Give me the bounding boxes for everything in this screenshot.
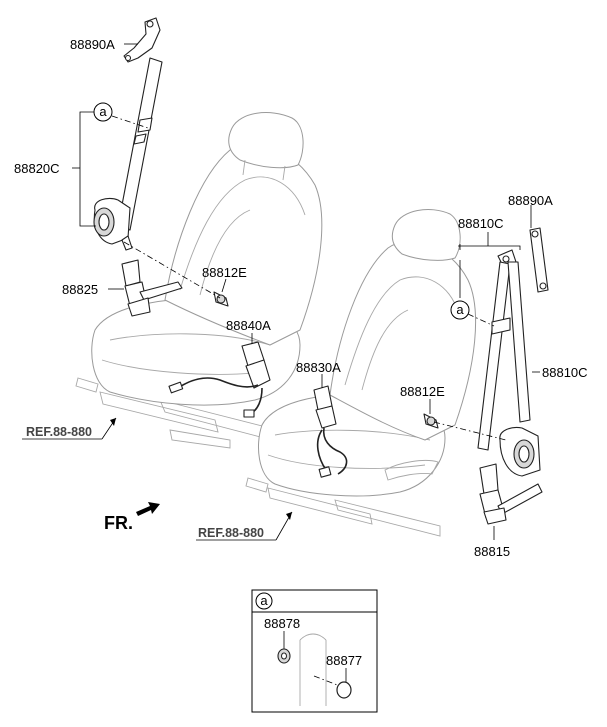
- callout-a-right-text: a: [456, 302, 464, 317]
- callout-a-left-text: a: [99, 104, 107, 119]
- label-88890A-right: 88890A: [508, 193, 553, 208]
- front-direction-arrow: [136, 502, 160, 516]
- label-88820C: 88820C: [14, 161, 60, 176]
- callout-a-right: a: [450, 300, 470, 320]
- detail-header-a: a: [260, 593, 268, 608]
- label-88815: 88815: [474, 544, 510, 559]
- label-front: FR.: [104, 513, 133, 533]
- label-88812E-right: 88812E: [400, 384, 445, 399]
- label-88840A: 88840A: [226, 318, 271, 333]
- detail-box-a: a 88878 88877: [251, 589, 378, 713]
- label-88810C-right: 88810C: [542, 365, 588, 380]
- label-ref-right: REF.88-880: [198, 526, 264, 540]
- right-seat: [245, 209, 477, 537]
- label-ref-left: REF.88-880: [26, 425, 92, 439]
- leader-lines: [72, 43, 540, 540]
- ref-arrows: [22, 417, 293, 541]
- label-88890A-top: 88890A: [70, 37, 115, 52]
- callout-a-left: a: [93, 102, 113, 122]
- label-88810C-top: 88810C: [458, 216, 504, 231]
- label-88812E-left: 88812E: [202, 265, 247, 280]
- label-88825: 88825: [62, 282, 98, 297]
- left-seat: [75, 112, 323, 449]
- left-belt-assembly: [93, 17, 271, 418]
- label-88878: 88878: [264, 616, 300, 631]
- dashed-reference-lines: [111, 115, 507, 441]
- label-88830A: 88830A: [296, 360, 341, 375]
- right-belt-assembly: [313, 227, 549, 525]
- label-88877: 88877: [326, 653, 362, 668]
